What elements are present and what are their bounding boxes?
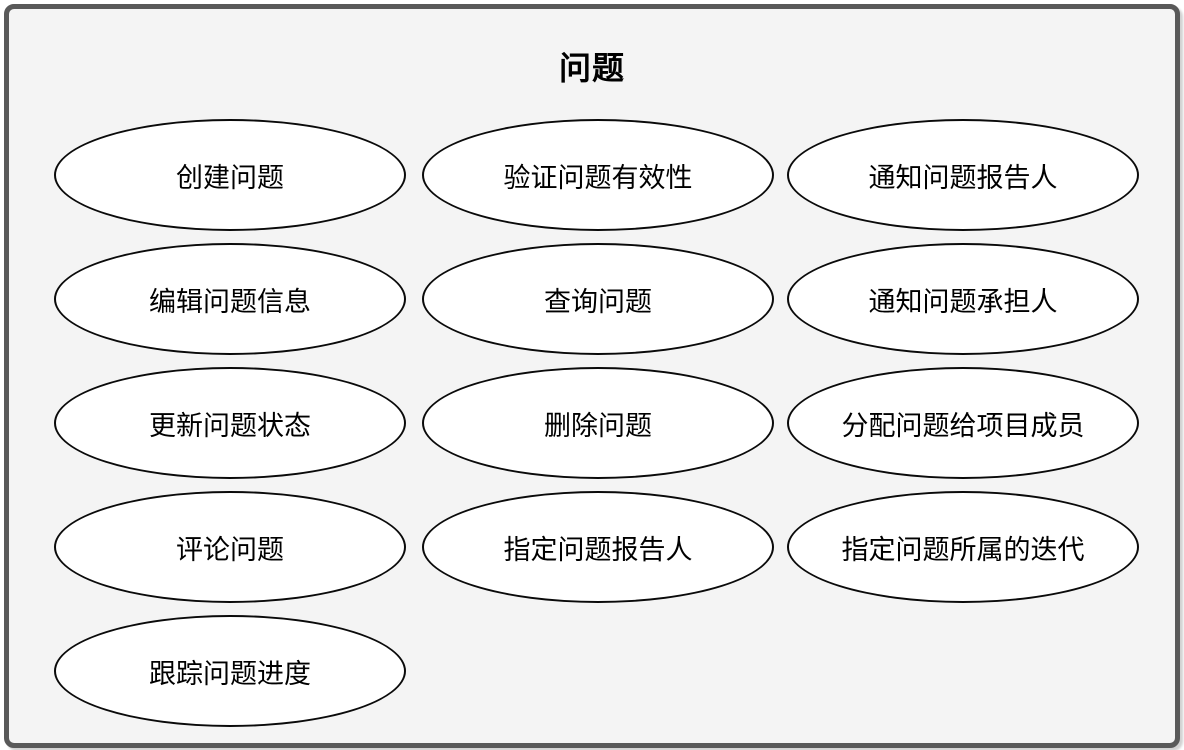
usecase-node: 验证问题有效性 [422,119,774,231]
usecase-label: 分配问题给项目成员 [841,410,1085,441]
usecase-node: 创建问题 [54,119,406,231]
usecase-node: 编辑问题信息 [54,243,406,355]
usecase-node: 查询问题 [422,243,774,355]
usecase-node: 跟踪问题进度 [54,615,406,727]
usecase-node: 指定问题报告人 [422,491,774,603]
usecase-node: 通知问题承担人 [787,243,1139,355]
usecase-node: 更新问题状态 [54,367,406,479]
usecase-label: 验证问题有效性 [503,162,693,193]
usecase-label: 编辑问题信息 [149,286,311,317]
usecase-node: 评论问题 [54,491,406,603]
usecase-label: 更新问题状态 [149,410,311,441]
usecase-label: 指定问题所属的迭代 [841,534,1085,565]
diagram-title: 问题 [558,50,625,86]
diagram-system-boundary: 问题 创建问题 验证问题有效性 通知问题报告人 编辑问题信息 查询问题 通知问题… [4,4,1180,748]
usecase-node: 删除问题 [422,367,774,479]
usecase-label: 跟踪问题进度 [149,658,311,689]
usecase-node: 通知问题报告人 [787,119,1139,231]
usecase-label: 删除问题 [544,410,652,441]
usecase-label: 通知问题报告人 [868,162,1058,193]
usecase-label: 查询问题 [544,286,652,317]
usecase-label: 指定问题报告人 [503,534,693,565]
usecase-label: 创建问题 [176,162,284,193]
usecase-label: 通知问题承担人 [868,286,1058,317]
usecase-node: 分配问题给项目成员 [787,367,1139,479]
usecase-node: 指定问题所属的迭代 [787,491,1139,603]
usecase-label: 评论问题 [176,534,284,565]
